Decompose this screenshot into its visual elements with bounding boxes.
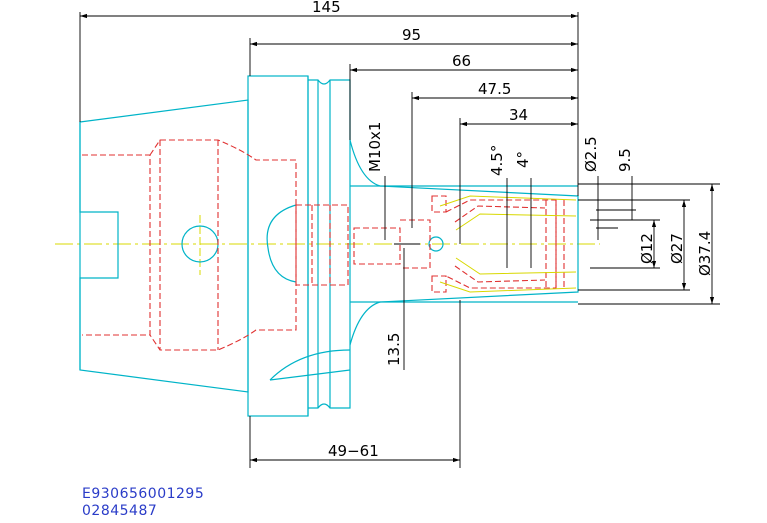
dim-bore-length-range: 49−61 [328,442,379,460]
collet-lines [439,195,577,293]
part-number-line2: 02845487 [82,503,158,519]
dim-overall-length: 145 [312,0,341,16]
dimension-lines [79,12,720,468]
dim-diameter-nut: Ø27 [668,233,686,264]
dim-diameter-small: 9.5 [616,148,634,172]
part-number-line1: E930656001295 [82,486,205,502]
dim-taper-length: 34 [509,106,528,124]
dim-diameter-body: Ø37.4 [696,231,714,276]
hidden-lines [82,139,565,351]
dim-screw-offset: 13.5 [385,333,403,366]
dim-screw-thread: M10x1 [366,122,384,172]
tool-holder-outline [79,75,579,417]
dim-flange-length: 95 [402,26,421,44]
dim-diameter-min: Ø2.5 [582,136,600,172]
dim-nut-length: 66 [452,52,471,70]
dim-diameter-collet: Ø12 [638,233,656,264]
dim-angle-inner: 4° [514,151,532,168]
dim-angle-outer: 4.5° [488,145,506,176]
dim-collet-length: 47.5 [478,80,511,98]
